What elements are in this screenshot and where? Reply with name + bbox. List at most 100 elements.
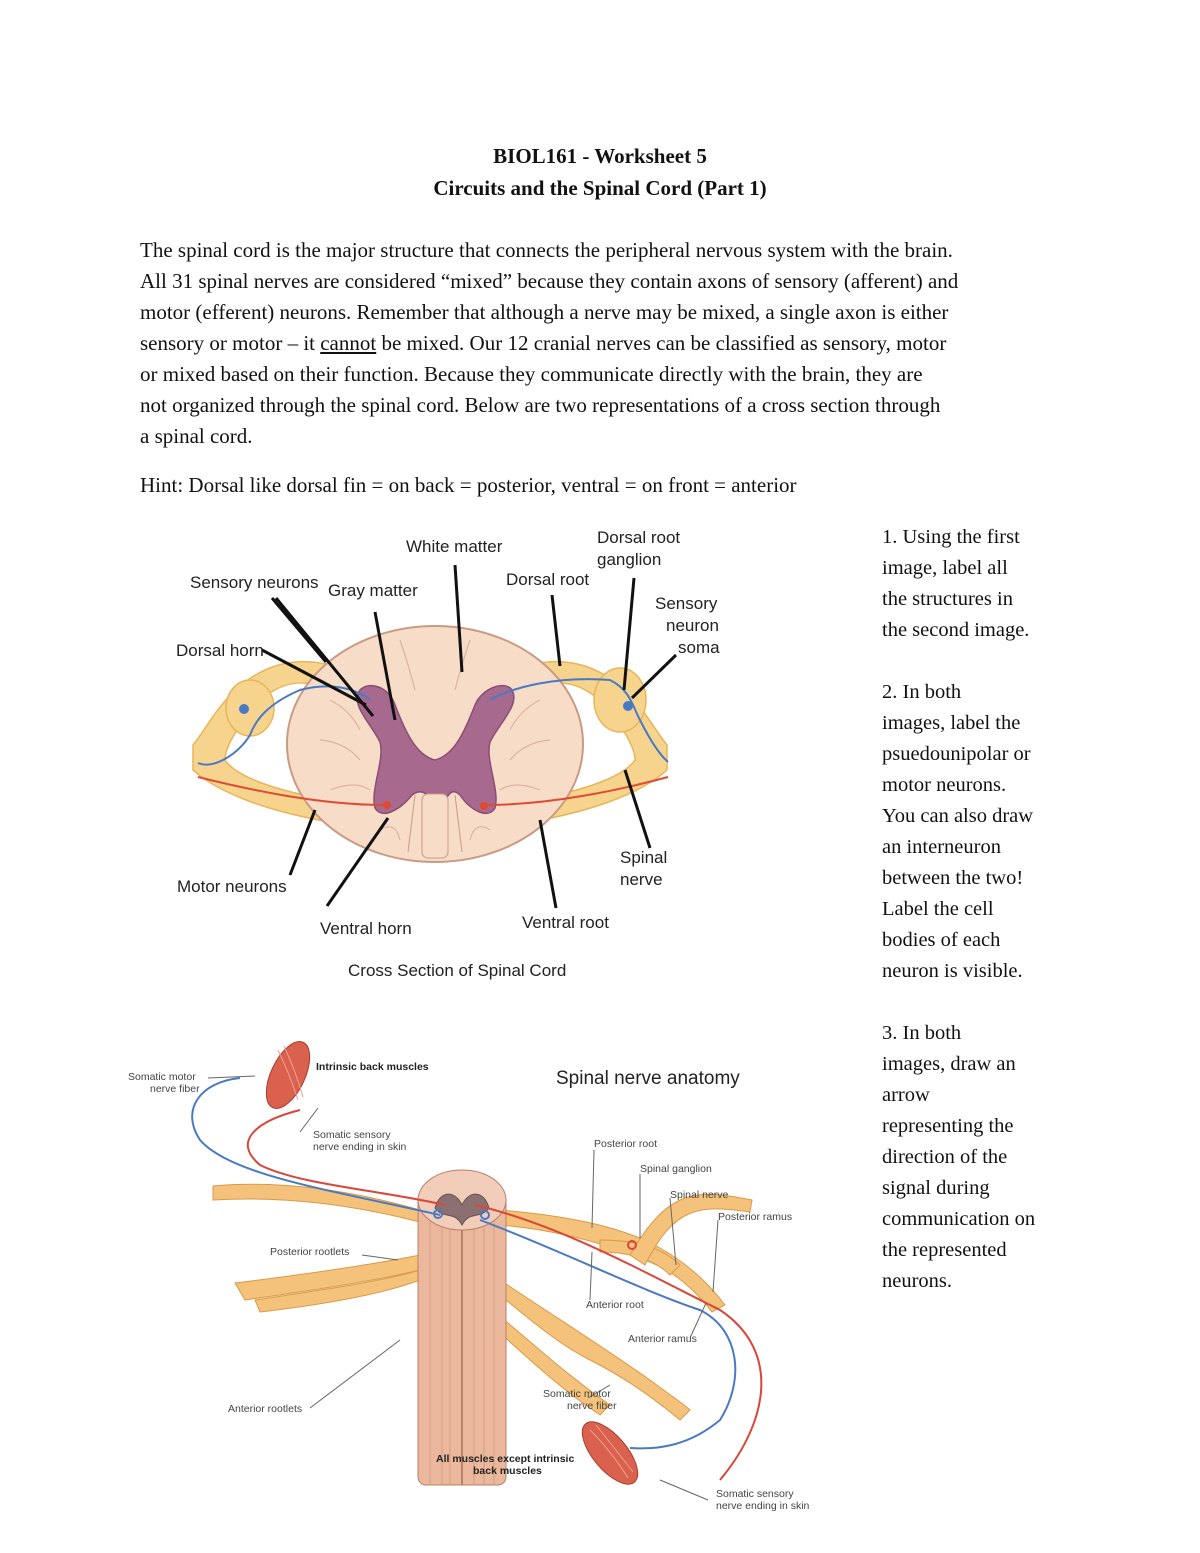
- motor-soma-right: [480, 802, 488, 810]
- intro-line: sensory or motor – it cannot be mixed. O…: [140, 328, 1070, 359]
- intro-line-part: be mixed. Our 12 cranial nerves can be c…: [376, 331, 947, 355]
- question-line: the second image.: [882, 619, 1030, 641]
- question-line: representing the: [882, 1115, 1014, 1137]
- label-sensory-soma-2: neuron: [666, 616, 719, 635]
- question-line: neurons.: [882, 1270, 953, 1292]
- somatic-motor-fiber-upper: [191, 1077, 441, 1216]
- motor-soma-left: [383, 801, 391, 809]
- question-line: communication on: [882, 1208, 1036, 1230]
- intro-line: or mixed based on their function. Becaus…: [140, 362, 923, 386]
- sensory-axon-left: [197, 685, 371, 766]
- label-somatic-sensory-2: nerve ending in skin: [313, 1141, 407, 1153]
- question-line: neuron is visible.: [882, 960, 1023, 982]
- label-ventral-root: Ventral root: [522, 913, 609, 932]
- question-line: signal during: [882, 1177, 990, 1199]
- label-intrinsic-back: Intrinsic back muscles: [316, 1061, 429, 1073]
- nerve-bundles: [212, 1183, 753, 1421]
- question-line: psuedounipolar or: [882, 743, 1031, 765]
- spinal-nerve-anatomy-figure: Spinal nerve anatomy: [128, 1041, 810, 1512]
- label-dorsal-root: Dorsal root: [506, 570, 589, 589]
- somatic-sensory-fiber-upper: [246, 1109, 446, 1206]
- label-somatic-motor-b2: nerve fiber: [567, 1400, 617, 1412]
- intro-paragraph: The spinal cord is the major structure t…: [140, 235, 1070, 452]
- question-line: an interneuron: [882, 836, 1001, 858]
- label-dorsal-root-ganglion-1: Dorsal root: [597, 528, 680, 547]
- motor-axon-left: [197, 776, 386, 806]
- label-ventral-horn: Ventral horn: [320, 919, 412, 938]
- label-posterior-ramus: Posterior ramus: [718, 1211, 792, 1223]
- intro-line: not organized through the spinal cord. B…: [140, 393, 941, 417]
- label-somatic-motor-b1: Somatic motor: [543, 1388, 611, 1400]
- label-sensory-soma-1: Sensory: [655, 594, 718, 613]
- label-anterior-rootlets: Anterior rootlets: [228, 1403, 302, 1415]
- question-line: the structures in: [882, 588, 1013, 610]
- label-posterior-rootlets: Posterior rootlets: [270, 1246, 349, 1258]
- label-spinal-nerve-1: Spinal: [620, 848, 667, 867]
- label-all-muscles-2: back muscles: [473, 1465, 542, 1477]
- spinal-nerve-right: [529, 660, 668, 823]
- label-white-matter: White matter: [406, 537, 503, 556]
- label-sensory-neurons: Sensory neurons: [190, 573, 319, 592]
- anterior-muscle: [581, 1421, 639, 1485]
- question-line: images, draw an: [882, 1053, 1016, 1075]
- question-line: between the two!: [882, 867, 1024, 889]
- label-anterior-ramus: Anterior ramus: [628, 1333, 697, 1345]
- label-all-muscles-1: All muscles except intrinsic: [436, 1453, 574, 1465]
- worksheet-title: BIOL161 - Worksheet 5: [493, 144, 707, 168]
- motor-axon-right: [484, 776, 669, 806]
- hint-text: Hint: Dorsal like dorsal fin = on back =…: [140, 473, 797, 497]
- leader-lines: [261, 564, 678, 909]
- figure2-title: Spinal nerve anatomy: [556, 1068, 740, 1089]
- question-line: You can also draw: [882, 805, 1034, 827]
- question-line: Label the cell: [882, 898, 994, 920]
- spinal-cord-segment: [417, 1169, 507, 1486]
- intro-line: All 31 spinal nerves are considered “mix…: [140, 269, 959, 293]
- sensory-axon-right: [489, 678, 669, 763]
- label-somatic-sensory-b1: Somatic sensory: [716, 1488, 794, 1500]
- question-line: 1. Using the first: [882, 526, 1020, 548]
- worksheet-subtitle: Circuits and the Spinal Cord (Part 1): [433, 176, 767, 200]
- label-posterior-root: Posterior root: [594, 1138, 657, 1150]
- label-spinal-nerve-2: nerve: [620, 870, 663, 889]
- intro-line: a spinal cord.: [140, 424, 253, 448]
- question-line: direction of the: [882, 1146, 1008, 1168]
- label-gray-matter: Gray matter: [328, 581, 418, 600]
- sensory-soma-right: [623, 701, 633, 711]
- sensory-soma-left: [239, 704, 249, 714]
- motor-soma-right-2: [480, 1210, 490, 1220]
- anterior-fissure: [421, 793, 449, 859]
- intro-line: motor (efferent) neurons. Remember that …: [140, 300, 949, 324]
- label-somatic-sensory-b2: nerve ending in skin: [716, 1500, 810, 1512]
- label-somatic-motor-1: Somatic motor: [128, 1071, 196, 1083]
- intrinsic-back-muscle: [265, 1041, 311, 1109]
- label-spinal-nerve: Spinal nerve: [670, 1189, 729, 1201]
- intro-line: The spinal cord is the major structure t…: [140, 238, 953, 262]
- question-2: 2. In both images, label the psuedounipo…: [882, 677, 1082, 987]
- figure1-caption: Cross Section of Spinal Cord: [348, 961, 566, 980]
- label-somatic-sensory-1: Somatic sensory: [313, 1129, 391, 1141]
- white-matter: [286, 625, 584, 863]
- question-line: 2. In both: [882, 681, 962, 703]
- question-line: images, label the: [882, 712, 1021, 734]
- question-line: 3. In both: [882, 1022, 962, 1044]
- ganglion-soma: [627, 1240, 637, 1250]
- label-somatic-motor-2: nerve fiber: [150, 1083, 200, 1095]
- intro-line-part: sensory or motor – it: [140, 331, 321, 355]
- label-sensory-soma-3: soma: [678, 638, 720, 657]
- somatic-sensory-fiber-lower: [474, 1204, 763, 1481]
- underlined-word: cannot: [320, 331, 377, 355]
- label-spinal-ganglion: Spinal ganglion: [640, 1163, 712, 1175]
- motor-soma-left-2: [433, 1209, 443, 1219]
- spinal-cord-cross-section-figure: White matter Dorsal root ganglion Sensor…: [176, 528, 720, 980]
- question-line: image, label all: [882, 557, 1008, 579]
- leader-lines-2: [207, 1075, 719, 1501]
- question-3: 3. In both images, draw an arrow represe…: [882, 1018, 1082, 1297]
- label-motor-neurons: Motor neurons: [177, 877, 287, 896]
- question-1: 1. Using the first image, label all the …: [882, 522, 1082, 646]
- question-line: arrow: [882, 1084, 930, 1106]
- gray-matter: [356, 684, 515, 817]
- label-anterior-root: Anterior root: [586, 1299, 644, 1311]
- somatic-motor-fiber-lower: [479, 1219, 737, 1450]
- question-line: motor neurons.: [882, 774, 1007, 796]
- label-dorsal-root-ganglion-2: ganglion: [597, 550, 661, 569]
